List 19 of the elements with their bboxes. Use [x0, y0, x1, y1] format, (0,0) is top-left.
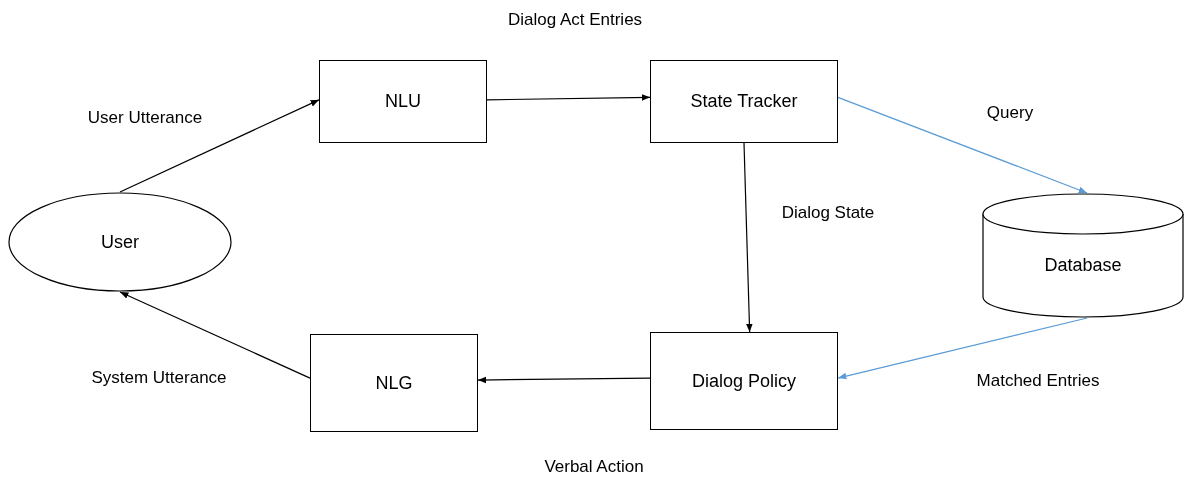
arrow — [837, 317, 1088, 380]
node-label: Database — [1044, 255, 1122, 276]
node-label: NLU — [385, 91, 421, 112]
process-box — [310, 334, 478, 432]
node-label: State Tracker — [690, 91, 798, 112]
arrow — [743, 142, 753, 333]
process-box — [319, 60, 487, 143]
arrow — [119, 291, 311, 379]
process-box — [650, 332, 838, 430]
node-label: NLG — [375, 372, 413, 394]
node-label: User — [101, 231, 139, 253]
node-label: Dialog Policy — [691, 370, 796, 392]
arrow — [837, 96, 1088, 194]
arrow — [477, 376, 651, 384]
edge-label: Query — [984, 103, 1036, 123]
edge-label: System Utterance — [89, 368, 229, 388]
arrow — [486, 94, 651, 101]
process-box — [650, 60, 838, 143]
arrow — [119, 99, 320, 193]
